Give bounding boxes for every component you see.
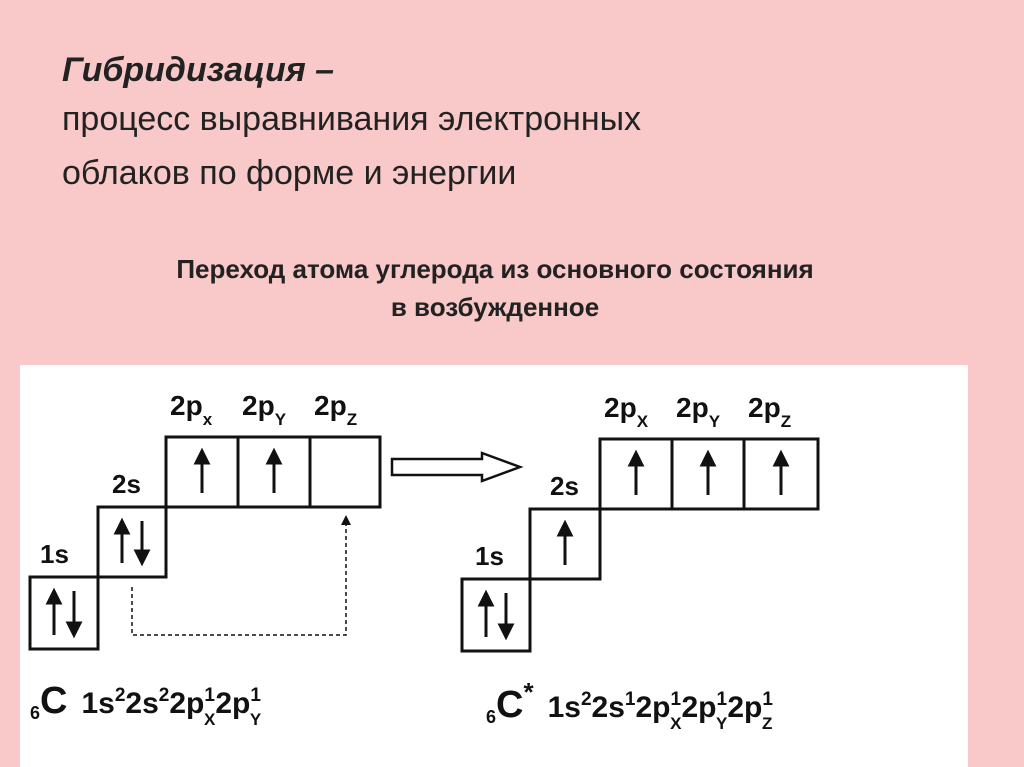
- excited-label-1s: 1s: [475, 541, 504, 571]
- excited-1s-box: [460, 577, 532, 653]
- ground-label-2px: 2px: [170, 390, 213, 429]
- excited-py-electron-up-head: [699, 449, 717, 467]
- excited-px-electron-up-head: [627, 449, 645, 467]
- excited-label-2pz: 2pZ: [748, 392, 791, 431]
- excited-label-2s: 2s: [550, 471, 579, 501]
- ground-label-2s: 2s: [112, 469, 141, 499]
- excited-2s-box: [528, 507, 602, 581]
- ground-px-electron-up-head: [193, 447, 211, 465]
- excited-pz-electron-up-head: [772, 449, 790, 467]
- caption-line-2: в возбужденное: [390, 292, 600, 322]
- ground-s2-electron-down-head: [133, 549, 151, 567]
- caption-line-1: Переход атома углерода из основного сост…: [176, 254, 814, 284]
- transition-arrow: [390, 451, 524, 483]
- ground-label-1s: 1s: [40, 539, 69, 569]
- ground-1s-box: [28, 575, 100, 651]
- diagram-caption: Переход атома углерода из основного сост…: [0, 250, 990, 326]
- excited-s1-electron-down-head: [497, 623, 515, 641]
- excited-2pz-box: [742, 437, 820, 511]
- ground-label-2py: 2pY: [242, 390, 287, 429]
- promotion-arrowhead: [341, 515, 351, 525]
- definition-line-2: облаков по форме и энергии: [62, 154, 517, 192]
- excited-s1-electron-up-head: [477, 589, 495, 607]
- excited-label-2py: 2pY: [676, 392, 721, 431]
- excited-s2-electron-up-head: [556, 519, 574, 537]
- excited-label-2px: 2pX: [604, 392, 649, 431]
- ground-2s-box: [96, 505, 168, 579]
- ground-s1-electron-up-head: [45, 587, 63, 605]
- ground-py-electron-up-head: [265, 447, 283, 465]
- title-block: Гибридизация – процесс выравнивания элек…: [62, 48, 641, 200]
- ground-2pz-box: [308, 435, 382, 509]
- ground-s1-electron-down-head: [65, 621, 83, 639]
- ground-label-2pz: 2pZ: [314, 390, 357, 429]
- term-title: Гибридизация –: [62, 51, 335, 89]
- definition-line-1: процесс выравнивания электронных: [62, 100, 642, 138]
- ground-s2-electron-up-head: [113, 517, 131, 535]
- promotion-path: [131, 521, 347, 636]
